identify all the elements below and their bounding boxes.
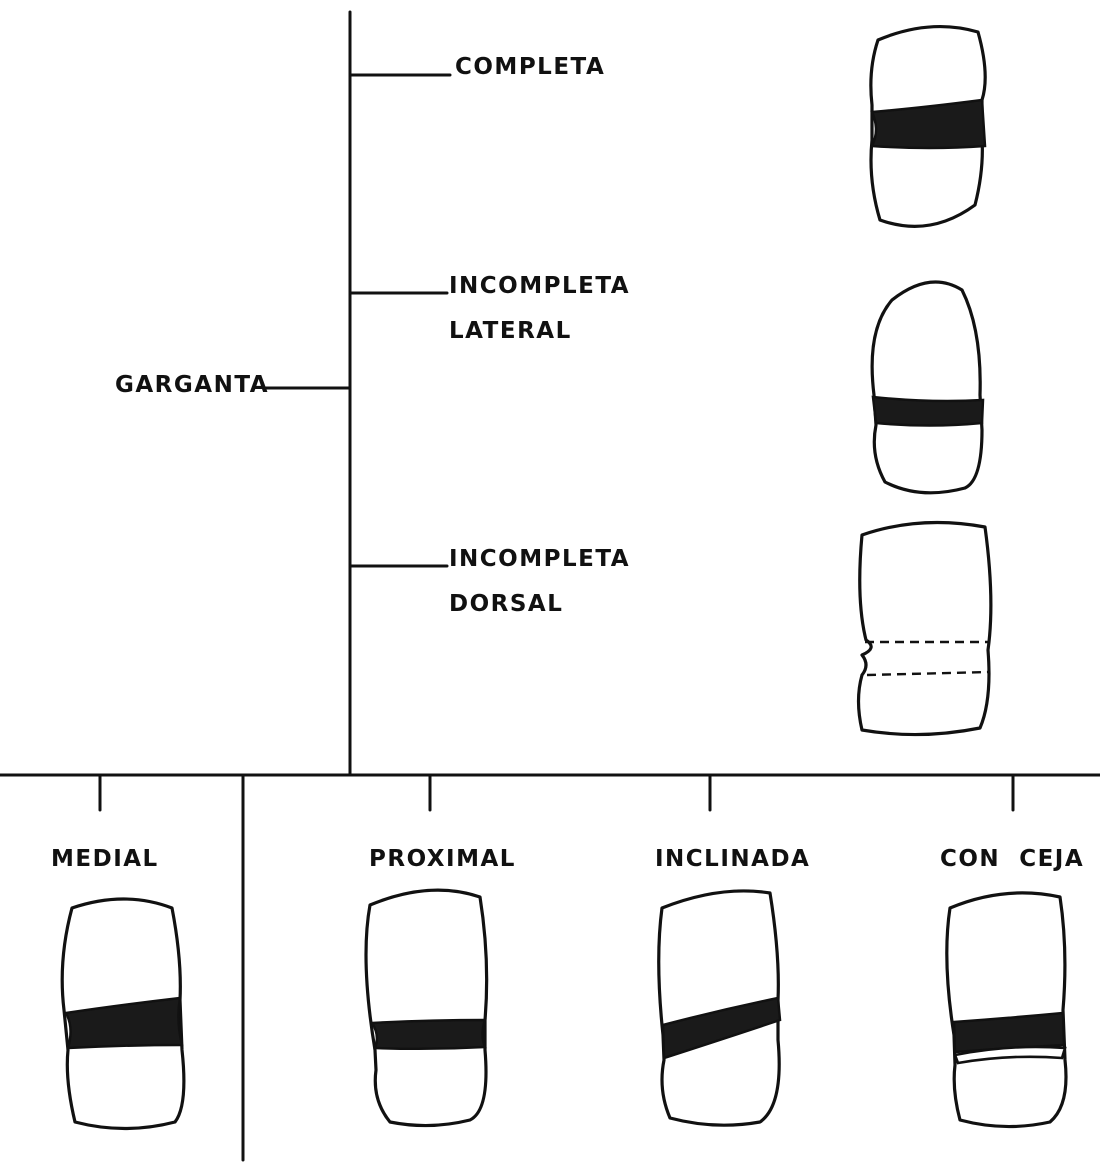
dashed-line-lower xyxy=(866,670,989,677)
axe-head-inclinada xyxy=(657,889,782,1127)
position-label-con-ceja: CON CEJA xyxy=(940,846,1084,872)
branch-label-incompleta-lateral-1: INCOMPLETA xyxy=(449,273,630,299)
position-label-medial: MEDIAL xyxy=(51,846,159,872)
branch-label-incompleta-dorsal-1: INCOMPLETA xyxy=(449,546,630,572)
branch-label-incompleta-dorsal-2: DORSAL xyxy=(449,591,563,617)
ridge-brow xyxy=(953,1045,1067,1065)
position-label-proximal: PROXIMAL xyxy=(369,846,516,872)
axe-head-incompleta-dorsal xyxy=(856,520,993,737)
branch-label-incompleta-lateral-2: LATERAL xyxy=(449,318,572,344)
axe-head-proximal xyxy=(364,888,489,1128)
tree-connectors xyxy=(0,10,1100,1162)
root-label: GARGANTA xyxy=(115,372,269,398)
position-label-inclinada: INCLINADA xyxy=(655,846,810,872)
axe-head-con-ceja xyxy=(945,891,1068,1129)
axe-head-completa xyxy=(869,24,987,228)
axe-head-medial xyxy=(60,897,186,1131)
axe-head-incompleta-lateral xyxy=(870,280,985,495)
branch-label-completa: COMPLETA xyxy=(455,54,605,80)
